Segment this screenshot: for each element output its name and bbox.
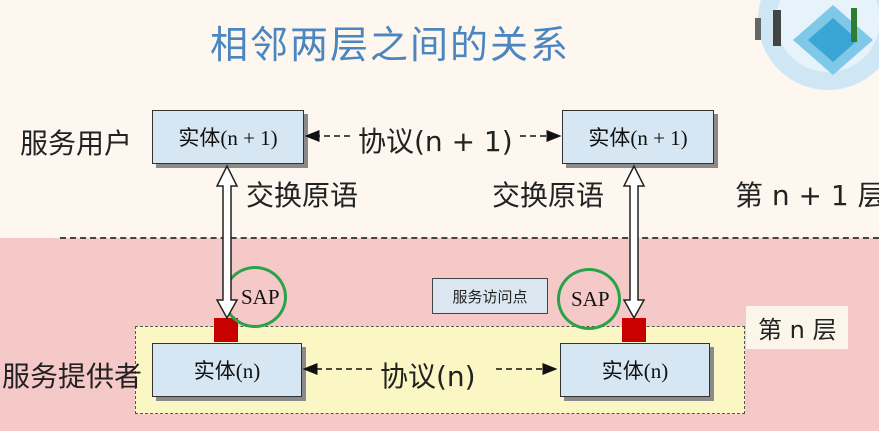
service-access-point-label: 服务访问点 [432, 278, 548, 314]
sap-label-right: SAP [571, 287, 610, 311]
sap-label-left: SAP [241, 285, 280, 309]
primitive-double-arrow-right [622, 164, 646, 320]
entity-n-plus-1-right: 实体(n + 1) [562, 110, 714, 164]
sap-ring-right [557, 268, 621, 330]
layer-n-plus-1-label: 第 n + 1 层 [735, 179, 879, 212]
entity-n-right: 实体(n) [560, 343, 710, 397]
page-title: 相邻两层之间的关系 [210, 23, 571, 67]
protocol-n-plus-1-label: 协议(n + 1) [358, 125, 513, 158]
primitive-label-right: 交换原语 [492, 179, 605, 212]
sap-marker-right [622, 318, 646, 342]
decorative-illustration [755, 0, 879, 90]
primitive-double-arrow-left [215, 164, 239, 320]
entity-n-left: 实体(n) [152, 343, 302, 397]
service-user-label: 服务用户 [20, 127, 133, 160]
layer-n-label: 第 n 层 [746, 306, 849, 349]
layer-divider [60, 237, 879, 239]
entity-n-plus-1-left: 实体(n + 1) [152, 110, 304, 164]
service-provider-label: 服务提供者 [2, 360, 143, 393]
sap-marker-left [214, 318, 238, 342]
primitive-label-left: 交换原语 [246, 179, 359, 212]
protocol-n-label: 协议(n) [380, 360, 476, 393]
